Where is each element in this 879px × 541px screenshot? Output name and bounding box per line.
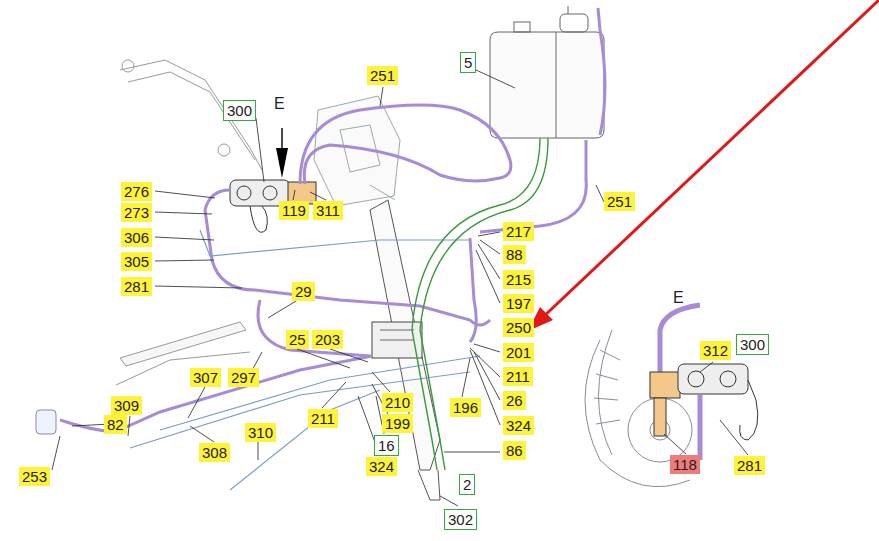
view-letter: E <box>271 94 288 113</box>
callout-number: 199 <box>382 414 413 433</box>
callout-number: 253 <box>19 467 50 486</box>
callout-number: 217 <box>503 222 534 241</box>
boxed-callout-number: 5 <box>460 52 476 73</box>
callout-number: 210 <box>382 393 413 412</box>
callout-number: 281 <box>121 277 152 296</box>
boxed-callout-number: 16 <box>374 435 399 456</box>
callout-number: 25 <box>286 330 309 349</box>
callout-number: 88 <box>503 245 526 264</box>
callout-number: 310 <box>245 423 276 442</box>
callout-number: 250 <box>503 318 534 337</box>
callout-number: 251 <box>604 192 635 211</box>
boxed-callout-number: 302 <box>444 509 477 530</box>
callout-number: 26 <box>503 391 526 410</box>
callout-number: 305 <box>121 252 152 271</box>
callout-number: 201 <box>503 343 534 362</box>
callout-number: 311 <box>313 201 343 220</box>
callout-number: 211 <box>308 409 338 428</box>
callout-number: 196 <box>450 398 481 417</box>
callout-number: 215 <box>503 270 534 289</box>
callout-number: 251 <box>367 66 398 85</box>
callout-number: 276 <box>121 182 152 201</box>
callout-number: 82 <box>104 415 127 434</box>
boxed-callout-number: 2 <box>459 474 475 495</box>
callout-number: 119 <box>279 201 309 220</box>
callout-number: 309 <box>111 396 142 415</box>
callout-number: 281 <box>734 456 765 475</box>
callout-number: 324 <box>366 457 397 476</box>
view-letter: E <box>670 288 687 307</box>
callout-number: 312 <box>700 341 731 360</box>
callout-number: 324 <box>503 416 534 435</box>
callout-number: 308 <box>199 443 230 462</box>
boxed-callout-number: 300 <box>736 334 769 355</box>
callout-number: 203 <box>312 330 343 349</box>
callout-number: 297 <box>228 368 259 387</box>
callout-number: 29 <box>292 282 315 301</box>
callout-number: 306 <box>121 228 152 247</box>
callout-number: 307 <box>190 368 221 387</box>
callout-number: 86 <box>503 441 526 460</box>
highlighted-callout-number: 118 <box>670 455 700 474</box>
callout-number: 197 <box>503 294 534 313</box>
callout-number: 273 <box>121 203 152 222</box>
boxed-callout-number: 300 <box>223 100 256 121</box>
callout-number: 211 <box>503 367 533 386</box>
